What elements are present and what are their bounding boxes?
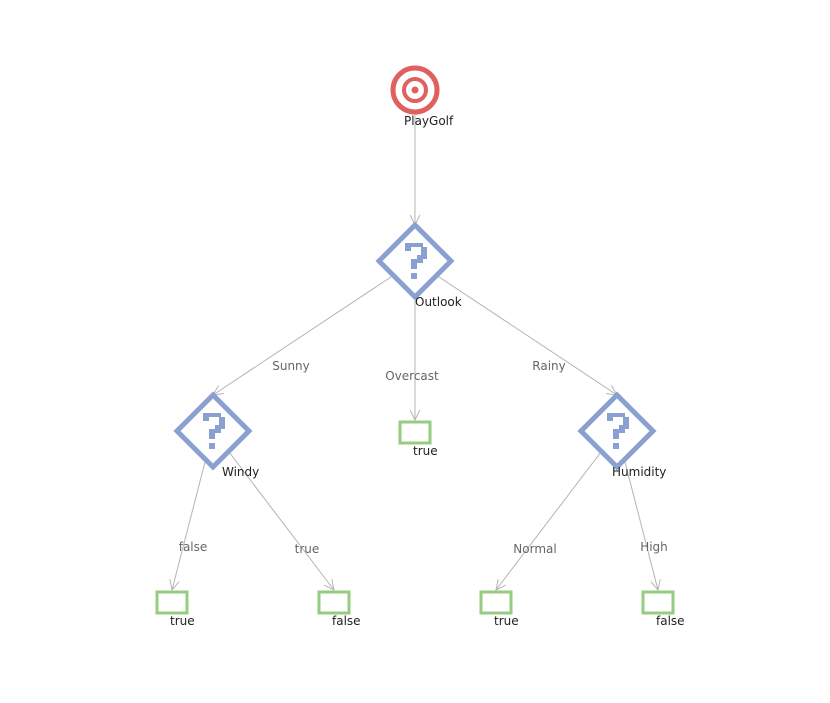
edge-label: High — [640, 540, 668, 554]
edge-line — [495, 430, 618, 591]
edge-arrowhead — [409, 409, 421, 422]
question-mark-icon — [375, 221, 455, 301]
node-windy_false_leaf[interactable]: true — [155, 590, 195, 628]
node-overcast_leaf[interactable]: true — [398, 420, 438, 458]
edge-label: Sunny — [272, 359, 310, 373]
leaf-box — [398, 420, 432, 445]
edge-arrowhead — [650, 579, 661, 592]
edge-outlook-to-windy: Sunny — [212, 260, 416, 396]
edge-arrowhead — [495, 579, 507, 591]
node-label: true — [413, 444, 438, 458]
edge-label: Normal — [513, 542, 556, 556]
edge-arrowhead — [169, 579, 180, 592]
node-humidity[interactable]: Humidity — [577, 391, 666, 479]
edge-label: true — [295, 542, 320, 556]
node-windy_true_leaf[interactable]: false — [317, 590, 361, 628]
leaf-box — [155, 590, 189, 615]
edge-label: Overcast — [385, 369, 439, 383]
node-label: Outlook — [415, 295, 462, 309]
node-label: true — [170, 614, 195, 628]
target-icon — [390, 65, 440, 115]
node-label: false — [656, 614, 685, 628]
leaf-box — [317, 590, 351, 615]
leaf-box — [641, 590, 675, 615]
node-windy[interactable]: Windy — [173, 391, 259, 479]
edge-outlook-to-humidity: Rainy — [414, 260, 618, 396]
node-label: PlayGolf — [404, 114, 454, 128]
question-mark-icon — [173, 391, 253, 471]
node-label: Windy — [222, 465, 259, 479]
edge-line — [414, 260, 618, 396]
edge-arrowhead — [323, 579, 335, 591]
node-label: Humidity — [612, 465, 666, 479]
question-mark-icon — [577, 391, 657, 471]
node-label: false — [332, 614, 361, 628]
node-humidity_high_leaf[interactable]: false — [641, 590, 685, 628]
edge-windy-to-windy_true_leaf: true — [212, 430, 335, 591]
edge-humidity-to-humidity_normal_leaf: Normal — [495, 430, 618, 591]
edge-label: false — [179, 540, 208, 554]
node-outlook[interactable]: Outlook — [375, 221, 462, 309]
node-root[interactable]: PlayGolf — [390, 65, 454, 128]
edge-line — [212, 260, 416, 396]
edge-line — [212, 430, 335, 591]
node-label: true — [494, 614, 519, 628]
edge-label: Rainy — [532, 359, 565, 373]
edge-root-to-outlook — [409, 114, 421, 227]
leaf-box — [479, 590, 513, 615]
node-humidity_normal_leaf[interactable]: true — [479, 590, 519, 628]
